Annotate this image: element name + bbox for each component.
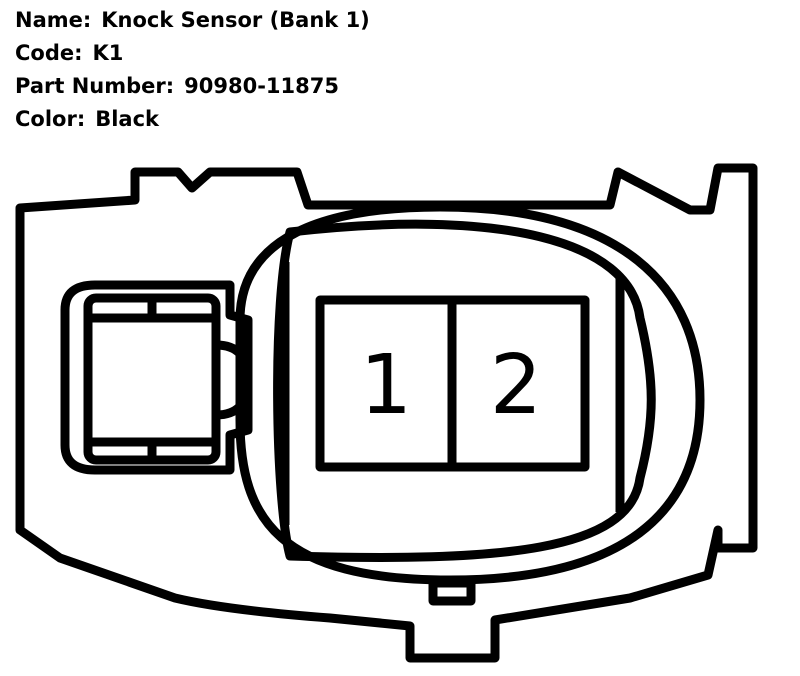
part-number-value: 90980-11875 [184,74,339,98]
name-row: Name: Knock Sensor (Bank 1) [15,4,715,37]
color-value: Black [95,107,160,131]
name-value: Knock Sensor (Bank 1) [101,8,370,32]
pin-label-1: 1 [360,338,412,433]
latch-housing [60,280,253,475]
connector-info: Name: Knock Sensor (Bank 1) Code: K1 Part … [15,4,715,136]
part-number-row: Part Number: 90980-11875 [15,70,715,103]
name-label: Name: [15,8,92,32]
color-row: Color: Black [15,103,715,136]
latch-tab [215,340,253,420]
code-label: Code: [15,41,83,65]
plug-receptacle [273,219,656,562]
inner-shell [235,202,705,585]
part-number-label: Part Number: [15,74,175,98]
connector-housing-outline [15,163,758,663]
bottom-key [428,578,476,606]
code-row: Code: K1 [15,37,715,70]
pin-label-2: 2 [490,338,542,433]
code-value: K1 [92,41,124,65]
color-label: Color: [15,107,86,131]
